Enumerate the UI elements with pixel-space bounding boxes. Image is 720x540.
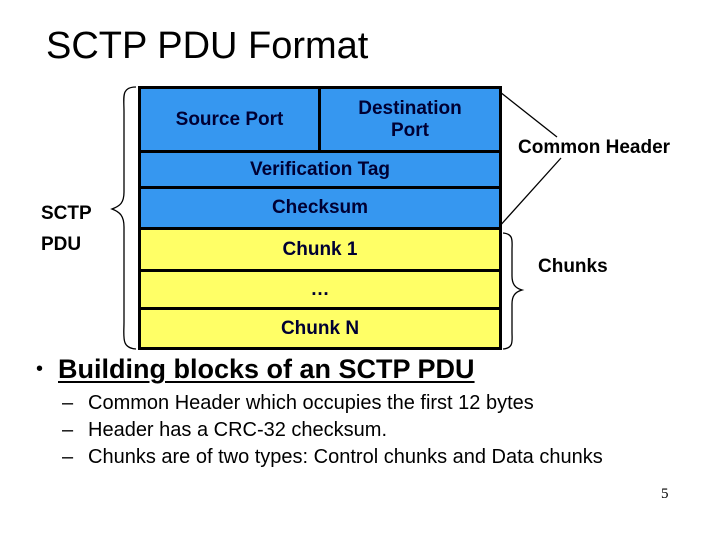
common-header-pointer-top bbox=[499, 91, 558, 138]
sctp-pdu-side-label: SCTP PDU bbox=[41, 198, 92, 260]
sub-bullet-text: Chunks are of two types: Control chunks … bbox=[88, 446, 603, 468]
cell-checksum: Checksum bbox=[141, 186, 499, 227]
cell-chunk-1: Chunk 1 bbox=[141, 227, 499, 269]
dash-icon: – bbox=[62, 446, 74, 468]
sctp-pdu-brace bbox=[110, 86, 137, 350]
common-header-pointer-bottom bbox=[497, 157, 562, 229]
cell-source-port: Source Port bbox=[141, 89, 321, 150]
ports-row: Source Port Destination Port bbox=[141, 89, 499, 150]
common-header-annotation: Common Header bbox=[518, 137, 671, 158]
sub-bullet-list: – Common Header which occupies the first… bbox=[62, 390, 704, 470]
cell-chunk-n: Chunk N bbox=[141, 307, 499, 347]
side-label-line1: SCTP bbox=[41, 203, 92, 224]
slide-title: SCTP PDU Format bbox=[46, 25, 369, 67]
destination-port-label: Destination Port bbox=[358, 97, 462, 141]
cell-destination-port: Destination Port bbox=[321, 89, 499, 150]
sub-bullet-text: Header has a CRC-32 checksum. bbox=[88, 419, 388, 441]
dash-icon: – bbox=[62, 392, 74, 414]
page-number: 5 bbox=[661, 486, 669, 502]
bullet-icon: • bbox=[36, 358, 44, 380]
chunks-brace bbox=[502, 232, 525, 350]
chunks-annotation: Chunks bbox=[538, 256, 608, 277]
cell-verification-tag: Verification Tag bbox=[141, 150, 499, 186]
sub-bullet-item: – Header has a CRC-32 checksum. bbox=[62, 417, 704, 443]
side-label-line2: PDU bbox=[41, 234, 82, 255]
bullet-heading-row: • Building blocks of an SCTP PDU bbox=[36, 353, 704, 385]
bullet-heading: Building blocks of an SCTP PDU bbox=[58, 354, 475, 384]
bullet-content: • Building blocks of an SCTP PDU – Commo… bbox=[36, 353, 704, 470]
dash-icon: – bbox=[62, 419, 74, 441]
sub-bullet-text: Common Header which occupies the first 1… bbox=[88, 392, 534, 414]
pdu-format-diagram: Source Port Destination Port Verificatio… bbox=[138, 86, 502, 350]
sub-bullet-item: – Common Header which occupies the first… bbox=[62, 390, 704, 416]
cell-chunk-ellipsis: … bbox=[141, 269, 499, 307]
sub-bullet-item: – Chunks are of two types: Control chunk… bbox=[62, 444, 704, 470]
